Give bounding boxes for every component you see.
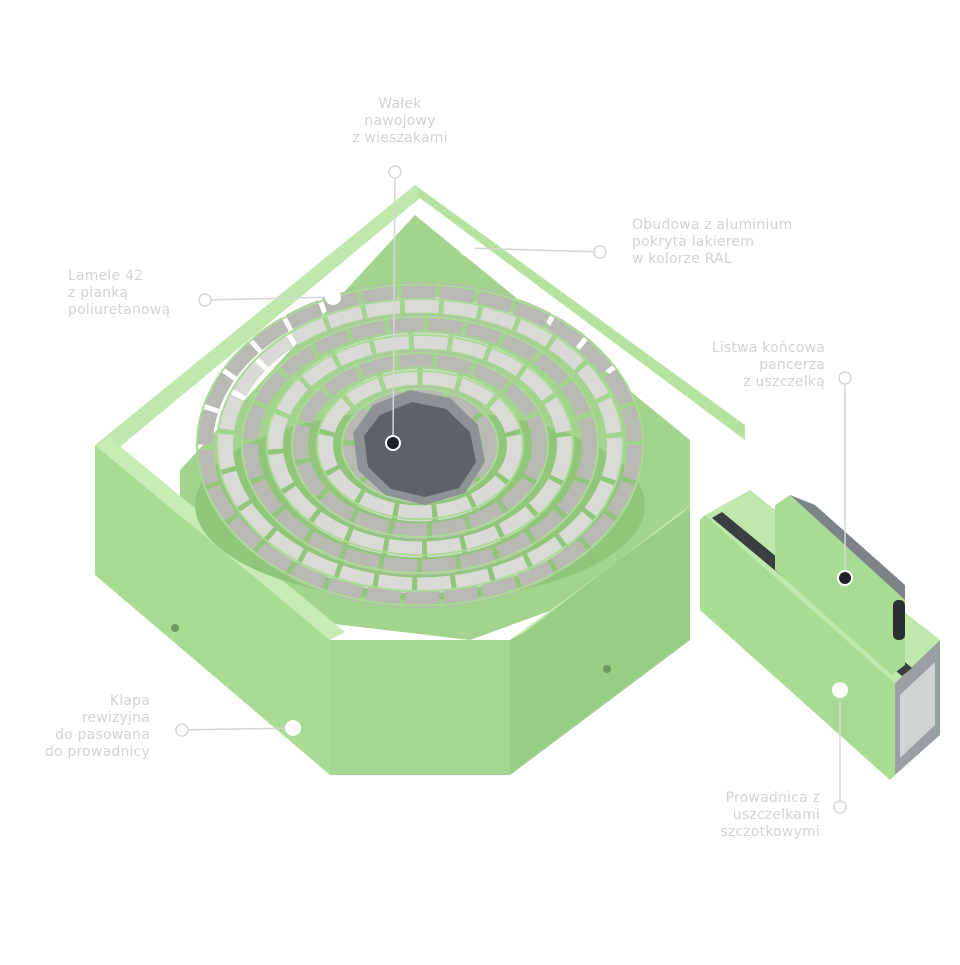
callout-guide-line-2: uszczelkami <box>732 807 820 823</box>
coil-slat-ring <box>197 282 643 608</box>
pointer-dot-icon <box>198 293 212 307</box>
coil-slat-edge <box>241 315 599 575</box>
roller-tube <box>353 390 485 505</box>
housing-front-left <box>95 445 330 775</box>
leader-line-slats <box>204 296 334 301</box>
callout-roller-line-1: Wałek <box>378 96 422 112</box>
coil-slat-ring <box>267 332 573 558</box>
guide-inner-channel <box>900 662 935 758</box>
roller-tube-inner <box>364 402 476 497</box>
callout-guide-line-3: szczotkowymi <box>720 824 820 840</box>
coil-slat-edge <box>291 351 549 539</box>
pointer-dot-icon <box>833 800 847 814</box>
housing-screw-left <box>171 624 179 632</box>
housing-screw-right <box>603 665 611 673</box>
leader-lines <box>175 165 853 814</box>
pointer-dot-icon <box>325 289 341 305</box>
callout-housing-line-2: pokryta lakierem <box>632 234 755 250</box>
end-bar-face <box>775 495 905 675</box>
end-bar <box>775 495 905 675</box>
leader-line-housing <box>466 247 601 253</box>
coil-slat-edge <box>316 369 524 521</box>
coil-slat-edge <box>216 297 624 593</box>
callout-end-bar-label: Listwa końcowa pancerza z uszczelką <box>660 340 825 391</box>
coil-slat-ring <box>242 314 598 576</box>
end-bar-profile <box>790 495 905 600</box>
callout-flap-line-1: Klapa <box>109 693 150 709</box>
housing-back-left-wall <box>95 185 420 455</box>
coil-slat-ring <box>317 368 523 522</box>
pointer-dot-icon <box>285 720 301 736</box>
callout-flap-line-2: rewizyjna <box>81 710 150 726</box>
callout-slats-label: Lamele 42 z pianką poliuretanową <box>68 268 208 319</box>
pointer-dot-icon <box>837 570 853 586</box>
coil-slat-edge <box>266 333 574 557</box>
pointer-dot-icon <box>388 165 402 179</box>
leader-line-flap <box>181 727 294 731</box>
coil-slat-ring <box>217 296 623 594</box>
pointer-dot-icon <box>175 723 189 737</box>
callout-end-bar-line-3: z uszczelką <box>743 374 825 390</box>
callout-slats-line-1: Lamele 42 <box>68 268 144 284</box>
coil-slat-ring <box>292 350 548 540</box>
pointer-dot-icon <box>459 240 475 256</box>
callout-slats-line-3: poliuretanową <box>68 302 171 318</box>
callout-slats-line-2: z pianką <box>68 285 129 301</box>
callout-flap-label: Klapa rewizyjna do pasowana do prowadnic… <box>20 693 150 761</box>
callout-housing-line-1: Obudowa z aluminium <box>632 217 793 233</box>
callout-housing-line-3: w kolorze RAL <box>632 251 732 267</box>
leader-line-roller <box>392 171 396 444</box>
callout-housing-label: Obudowa z aluminium pokryta lakierem w k… <box>632 217 832 268</box>
callout-roller-label: Wałek nawojowy z wieszakami <box>330 96 470 147</box>
callout-end-bar-line-1: Listwa końcowa <box>711 340 825 356</box>
pointer-dot-icon <box>593 245 607 259</box>
housing-front-center <box>330 640 510 775</box>
callout-end-bar-line-2: pancerza <box>759 357 825 373</box>
housing-front-right <box>510 510 690 775</box>
callout-flap-line-3: do pasowana <box>55 727 150 743</box>
pointer-dot-icon <box>832 682 848 698</box>
pointer-dot-icon <box>838 371 852 385</box>
guide-rail-front <box>700 515 895 780</box>
end-bar-gasket <box>893 600 905 640</box>
callout-guide-line-1: Prowadnica z <box>725 790 820 806</box>
coil-slat-edge <box>196 283 644 607</box>
pointer-dot-icon <box>385 435 401 451</box>
callout-roller-line-3: z wieszakami <box>352 130 448 146</box>
callout-roller-line-2: nawojowy <box>364 113 436 129</box>
callout-guide-label: Prowadnica z uszczelkami szczotkowymi <box>680 790 820 841</box>
callout-flap-line-4: do prowadnicy <box>44 744 150 760</box>
